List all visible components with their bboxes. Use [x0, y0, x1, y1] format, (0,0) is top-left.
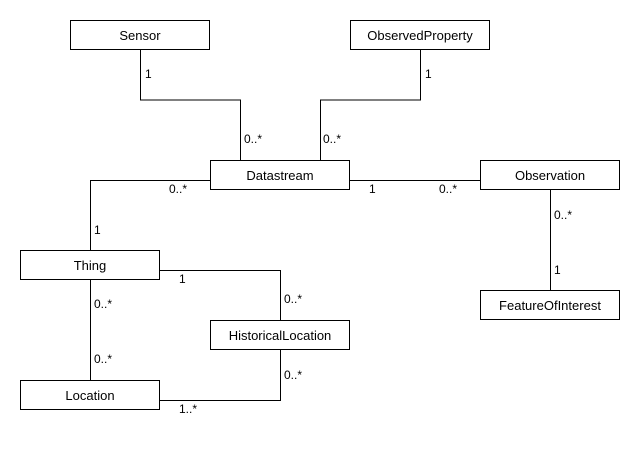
historicallocation-location-line — [160, 350, 281, 401]
datastream-thing-line — [90, 180, 210, 250]
observation-class[interactable]: Observation — [480, 160, 620, 190]
thing-historicallocation-line — [160, 270, 281, 320]
datastream-class[interactable]: Datastream — [210, 160, 350, 190]
observedproperty-class[interactable]: ObservedProperty — [350, 20, 490, 50]
featureofinterest-class[interactable]: FeatureOfInterest — [480, 290, 620, 320]
historicallocation-thing-multiplicity: 0..* — [284, 292, 303, 306]
observedproperty-multiplicity: 1 — [425, 67, 432, 81]
thing-datastream-multiplicity: 1 — [94, 223, 101, 237]
location-class[interactable]: Location — [20, 380, 160, 410]
observedproperty-datastream-line — [320, 50, 421, 160]
thing-location-multiplicity: 0..* — [94, 297, 113, 311]
historicallocation-class[interactable]: HistoricalLocation — [210, 320, 350, 350]
location-historicallocation-multiplicity: 1..* — [179, 402, 198, 416]
historicallocation-location-multiplicity: 0..* — [284, 368, 303, 382]
feature-observation-multiplicity: 1 — [554, 263, 561, 277]
datastream-sensor-multiplicity: 0..* — [244, 132, 263, 146]
datastream-thing-multiplicity: 0..* — [169, 182, 188, 196]
observation-feature-multiplicity: 0..* — [554, 208, 573, 222]
thing-historicallocation-multiplicity: 1 — [179, 272, 186, 286]
sensor-class[interactable]: Sensor — [70, 20, 210, 50]
observation-datastream-multiplicity: 0..* — [439, 182, 458, 196]
thing-class[interactable]: Thing — [20, 250, 160, 280]
sensor-datastream-line — [140, 50, 241, 160]
datastream-observation-multiplicity: 1 — [369, 182, 376, 196]
datastream-observedproperty-multiplicity: 0..* — [323, 132, 342, 146]
location-thing-multiplicity: 0..* — [94, 352, 113, 366]
sensor-multiplicity: 1 — [145, 67, 152, 81]
